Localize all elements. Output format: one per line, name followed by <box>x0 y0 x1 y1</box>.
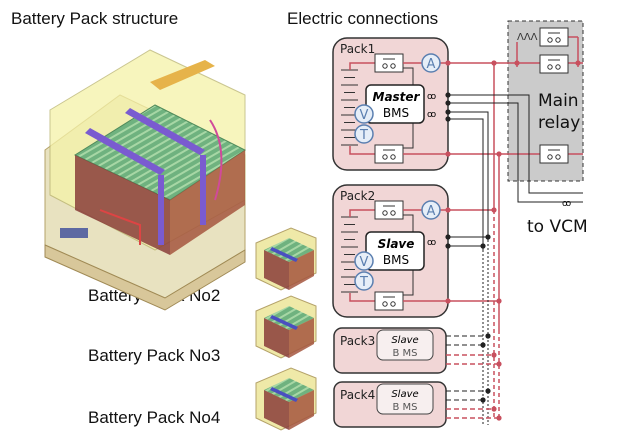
junction-dot <box>445 60 451 66</box>
bms-label: B MS <box>392 348 417 359</box>
relay-contact-positive <box>539 54 569 74</box>
pack-3: Pack3 Slave B MS <box>333 327 447 374</box>
bms-box <box>376 383 434 415</box>
bms-role: Slave <box>391 335 418 346</box>
voltmeter-icon: V <box>354 251 374 271</box>
wire <box>448 94 583 194</box>
junction-dot <box>496 298 502 304</box>
wire <box>448 111 489 240</box>
pack-name: Pack1 <box>340 42 375 56</box>
junction-dot <box>480 243 486 249</box>
bms-role: Master <box>373 90 421 104</box>
vcm-label: to VCM <box>527 217 588 237</box>
pack-label-no3: Battery Pack No3 <box>88 346 221 365</box>
svg-text:A: A <box>427 204 436 219</box>
wire <box>448 118 484 250</box>
relay-label-relay: relay <box>538 113 580 133</box>
junction-dot <box>491 207 497 213</box>
junction-dot <box>480 397 486 403</box>
relay-label-main: Main <box>538 91 579 111</box>
junction-dot <box>445 234 451 240</box>
svg-text:V: V <box>360 108 369 123</box>
junction-dot <box>485 234 491 240</box>
junction-dot <box>445 298 451 304</box>
relay-contact-precharge <box>539 27 569 47</box>
junction-dot <box>491 352 497 358</box>
coil-icon: ꝏ <box>427 238 436 248</box>
bms-box <box>376 329 434 361</box>
wire <box>448 102 583 203</box>
junction-dot <box>445 151 451 157</box>
thermometer-icon: T <box>354 124 374 144</box>
svg-text:ΛΛΛ: ΛΛΛ <box>517 32 538 43</box>
ammeter-icon: A <box>421 53 441 73</box>
svg-text:T: T <box>359 128 368 143</box>
junction-dot <box>496 361 502 367</box>
bms-role: Slave <box>378 237 415 251</box>
battery-thumbnail-3 <box>255 295 317 359</box>
junction-dot <box>480 342 486 348</box>
pack-name: Pack4 <box>340 388 375 402</box>
battery-thumbnail-2 <box>255 227 317 291</box>
battery-thumbnail-4 <box>255 367 317 431</box>
bms-label: BMS <box>383 106 409 120</box>
contactor-top <box>374 53 404 73</box>
coil-icon: ꝏ <box>562 199 571 209</box>
coil-icon: ꝏ <box>427 92 436 102</box>
thermometer-icon: T <box>354 271 374 291</box>
junction-dot <box>445 243 451 249</box>
relay-contact-negative <box>539 144 569 164</box>
pack-name: Pack3 <box>340 334 375 348</box>
bms-box <box>365 231 425 271</box>
bms-label: B MS <box>392 402 417 413</box>
coil-icon: ꝏ <box>427 110 436 120</box>
pack-name: Pack2 <box>340 189 375 203</box>
contactor-top <box>374 200 404 220</box>
junction-dot <box>485 388 491 394</box>
bms-role: Slave <box>391 389 418 400</box>
svg-text:T: T <box>359 275 368 290</box>
bms-label: BMS <box>383 253 409 267</box>
battery-structure-title: Battery Pack structure <box>11 9 179 28</box>
pack-label-no4: Battery Pack No4 <box>88 408 221 427</box>
junction-dot <box>491 406 497 412</box>
junction-dot <box>496 415 502 421</box>
junction-dot <box>485 333 491 339</box>
voltmeter-icon: V <box>354 104 374 124</box>
relay-contacts: ΛΛΛ <box>516 27 579 164</box>
pack-4: Pack4 Slave B MS <box>333 381 447 428</box>
contactor-bottom <box>374 144 404 164</box>
ammeter-icon: A <box>421 200 441 220</box>
svg-text:A: A <box>427 57 436 72</box>
battery-pack-illustration <box>44 49 246 311</box>
electric-connections-title: Electric connections <box>287 9 439 28</box>
junction-dot <box>445 207 451 213</box>
bms-box <box>365 84 425 124</box>
contactor-bottom <box>374 291 404 311</box>
svg-text:V: V <box>360 255 369 270</box>
